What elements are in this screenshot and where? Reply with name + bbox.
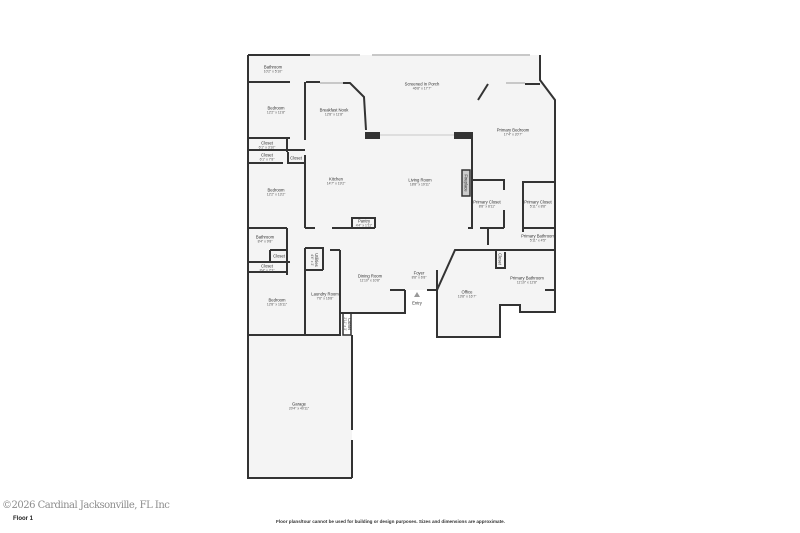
room-closet-3: Closet xyxy=(290,155,302,161)
disclaimer-text: Floor plans/tour cannot be used for buil… xyxy=(276,519,505,524)
copyright-watermark: ©2026 Cardinal Jacksonville, FL Inc xyxy=(2,500,170,511)
entry-arrow-icon xyxy=(414,292,420,297)
room-closet-4: Closet xyxy=(273,253,285,259)
fireplace-label: Fireplace xyxy=(463,174,469,192)
walls xyxy=(247,54,556,479)
floor-fill xyxy=(248,55,555,478)
entry-label: Entry xyxy=(412,300,422,306)
fireplace xyxy=(461,169,471,197)
floor-label: Floor 1 xyxy=(13,516,34,522)
room-closet-6: Closet xyxy=(497,253,503,265)
